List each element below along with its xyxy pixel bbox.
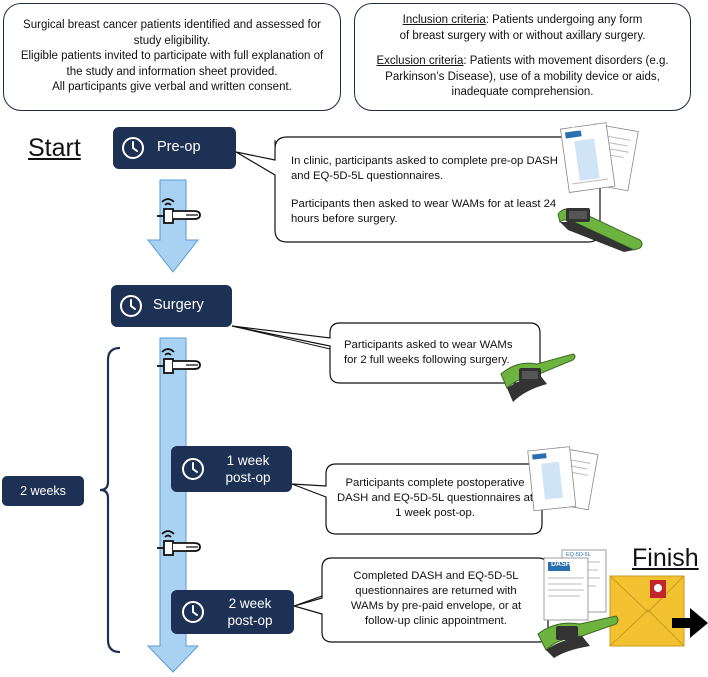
bubble4-line-1: Completed DASH and EQ-5D-5L <box>353 570 519 582</box>
inclusion-criteria: Inclusion criteria: Patients undergoing … <box>355 13 690 29</box>
stage-preop: Pre-op <box>113 127 236 169</box>
stage-week1: 1 week post-op <box>171 446 292 492</box>
wearable-wrist-icon <box>157 348 201 374</box>
questionnaire-icon <box>560 122 639 193</box>
wam-device-icon <box>557 208 643 252</box>
questionnaire-icon <box>527 446 599 512</box>
clock-icon <box>182 601 204 623</box>
bubble3-line-3: 1 week post-op. <box>395 507 475 519</box>
stage-preop-label: Pre-op <box>157 139 201 155</box>
bubble2-line-1: Participants asked to wear WAMs <box>344 339 513 351</box>
bubble1-line-1: In clinic, participants asked to complet… <box>291 155 558 167</box>
eligibility-box: Surgical breast cancer patients identifi… <box>3 3 341 111</box>
stage-week2-line-2: post-op <box>227 613 273 628</box>
wearable-wrist-icon <box>157 198 201 224</box>
eligibility-line-1: Surgical breast cancer patients identifi… <box>23 19 321 31</box>
finish-label: Finish <box>632 544 699 572</box>
inclusion-text-2: of breast surgery with or without axilla… <box>399 29 646 42</box>
bubble1-line-3: Participants then asked to wear WAMs for… <box>291 198 557 210</box>
stage-surgery-label: Surgery <box>153 297 204 313</box>
bubble2-line-2: for 2 full weeks following surgery. <box>344 354 510 366</box>
exclusion-text-2: Parkinson’s Disease), use of a mobility … <box>385 70 660 83</box>
stage-week2: 2 week post-op <box>171 590 294 634</box>
bubble1-line-4: hours before surgery. <box>291 213 398 225</box>
wam-device-icon <box>537 615 619 658</box>
bubble2-text: Participants asked to wear WAMs for 2 fu… <box>344 338 534 368</box>
envelope-icon <box>609 575 685 647</box>
eligibility-line-3: Eligible patients invited to participate… <box>20 50 324 62</box>
bubble1-line-2: and EQ-5D-5L questionnaires. <box>291 170 444 182</box>
two-weeks-brace <box>99 346 121 654</box>
exclusion-label: Exclusion criteria <box>376 55 464 67</box>
bubble4-line-4: follow-up clinic appointment. <box>365 615 507 627</box>
bubble3-line-1: Participants complete postoperative <box>345 477 525 489</box>
clock-icon <box>182 458 204 480</box>
inclusion-label: Inclusion criteria <box>402 14 486 26</box>
dash-doc-title-2: DASH <box>551 561 571 568</box>
stage-week1-line-1: 1 week <box>226 453 270 468</box>
criteria-box: Inclusion criteria: Patients undergoing … <box>354 3 691 111</box>
arrow-right-icon <box>672 608 708 638</box>
bubble4-text: Completed DASH and EQ-5D-5L questionnair… <box>329 569 543 629</box>
stage-week2-label: 2 week post-op <box>213 595 287 629</box>
bubble3-line-2: DASH and EQ-5D-5L questionnaires at <box>336 492 534 504</box>
eligibility-line-2: study eligibility. <box>133 34 211 47</box>
wearable-wrist-icon <box>157 530 201 556</box>
exclusion-text-3: inadequate comprehension. <box>451 86 594 98</box>
exclusion-text-1: : Patients with movement disorders (e.g. <box>463 55 669 67</box>
clock-icon <box>122 137 144 159</box>
bubble2-shape <box>231 322 541 384</box>
wam-device-icon <box>500 353 576 402</box>
questionnaire-icon <box>543 549 607 621</box>
clock-icon <box>120 295 142 317</box>
bubble3-text: Participants complete postoperative DASH… <box>333 476 537 521</box>
eligibility-line-4: the study and information sheet provided… <box>66 65 278 78</box>
inclusion-text-1: : Patients undergoing any form <box>485 14 643 26</box>
preop-down-arrow <box>146 179 200 273</box>
eligibility-line-5: All participants give verbal and written… <box>52 81 292 93</box>
postop-long-arrow <box>146 337 200 673</box>
two-weeks-label: 2 weeks <box>2 476 84 506</box>
stage-week2-line-1: 2 week <box>228 596 272 611</box>
dash-doc-title-1: DASH <box>572 127 586 133</box>
bubble1-text: In clinic, participants asked to complet… <box>291 154 591 227</box>
stage-surgery: Surgery <box>111 285 232 327</box>
bubble4-line-2: questionnaires are returned with <box>355 585 517 597</box>
bubble4-line-3: WAMs by pre-paid envelope, or at <box>350 600 522 612</box>
stage-week1-line-2: post-op <box>225 470 271 485</box>
start-label: Start <box>28 134 81 162</box>
exclusion-criteria: Exclusion criteria: Patients with moveme… <box>355 54 690 70</box>
eq-doc-title: EQ-5D-5L <box>566 552 591 558</box>
stage-week1-label: 1 week post-op <box>213 452 283 486</box>
